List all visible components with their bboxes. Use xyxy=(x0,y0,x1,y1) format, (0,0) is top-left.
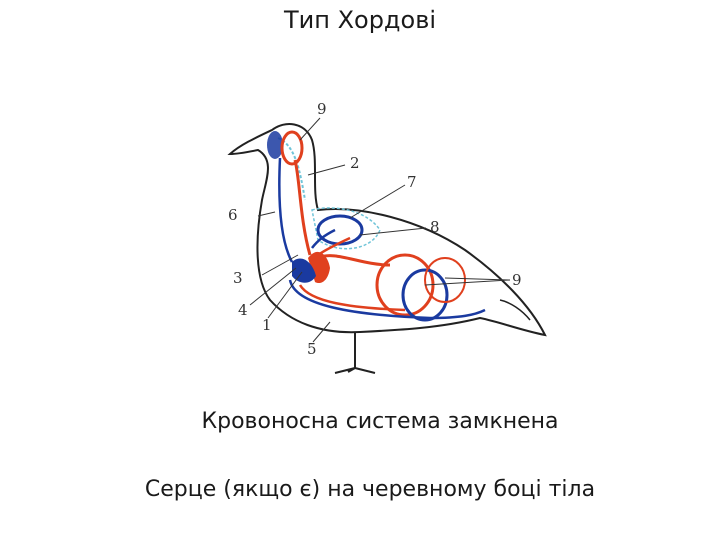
label-9-body: 9 xyxy=(512,271,522,289)
label-9-head: 9 xyxy=(317,100,327,118)
lung-network xyxy=(311,207,381,250)
bird-body-outline xyxy=(227,123,547,337)
label-7: 7 xyxy=(407,173,417,191)
body-capillaries-venous xyxy=(401,268,449,322)
posterior-vena-cava xyxy=(288,279,486,320)
label-8: 8 xyxy=(430,218,440,236)
head-capillaries-venous xyxy=(267,131,283,159)
head-capillaries-arterial xyxy=(280,130,304,166)
aorta xyxy=(317,254,391,267)
caption-heart-position: Серце (якщо є) на черевному боці тіла xyxy=(144,477,596,502)
label-5: 5 xyxy=(307,340,317,358)
label-6: 6 xyxy=(228,206,238,224)
page-title: Тип Хордові xyxy=(283,6,437,34)
abdominal-aorta xyxy=(298,284,406,312)
bird-circulatory-diagram: 9 2 7 6 8 3 9 4 1 5 xyxy=(200,90,560,390)
pulmonary-vein xyxy=(317,236,351,257)
jugular-vein xyxy=(278,157,294,263)
bird-illustration: 9 2 7 6 8 3 9 4 1 5 xyxy=(227,100,547,374)
label-1: 1 xyxy=(262,316,272,334)
bird-wing-line xyxy=(499,299,531,321)
label-2: 2 xyxy=(350,154,360,172)
label-3: 3 xyxy=(233,269,243,287)
bird-leg xyxy=(334,332,376,374)
wing-capillaries xyxy=(424,257,466,303)
carotid-artery xyxy=(293,159,312,256)
label-4: 4 xyxy=(238,301,248,319)
caption-closed-system: Кровоносна система замкнена xyxy=(201,409,559,434)
pulmonary-artery xyxy=(311,228,336,249)
leader-lines xyxy=(249,117,511,343)
lung-capillaries xyxy=(316,214,364,246)
